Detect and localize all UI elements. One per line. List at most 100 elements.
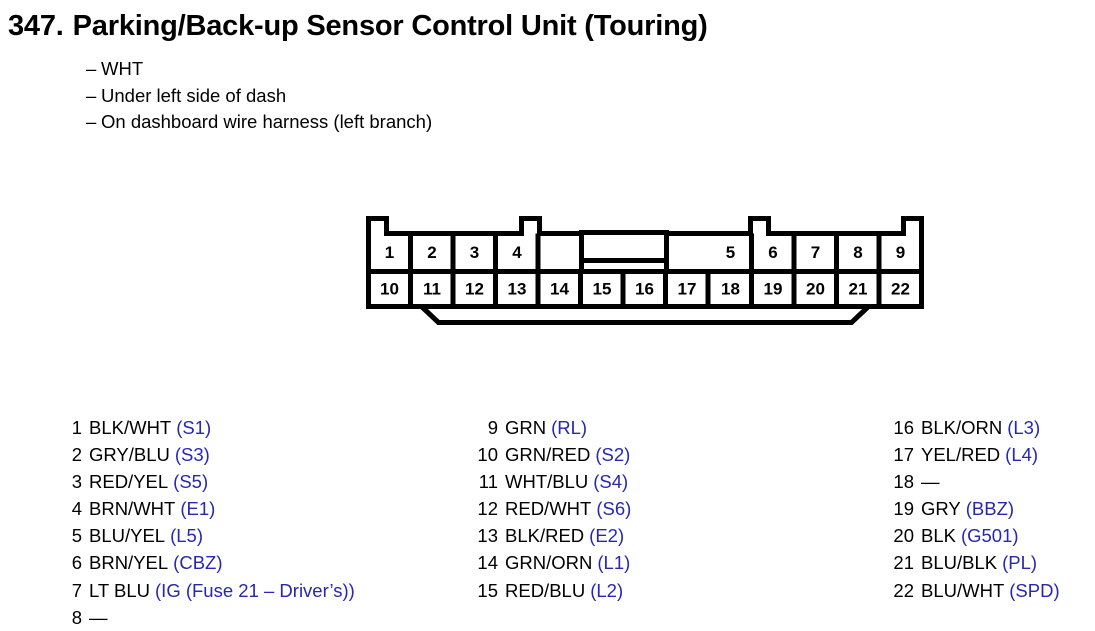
legend-row: 3 RED/YEL(S5)	[58, 468, 355, 495]
legend-wire-color: BLU/YEL	[89, 525, 166, 547]
legend-pin-number: 8	[71, 606, 82, 628]
legend-wire-color: WHT/BLU	[505, 471, 589, 493]
pin-label-16: 16	[635, 279, 654, 298]
center-keyway	[579, 230, 669, 274]
legend-pin-number: 7	[71, 579, 82, 601]
pin-label-4: 4	[512, 243, 522, 262]
legend-wire-color: —	[89, 606, 108, 628]
legend-wire-color: BRN/WHT	[89, 498, 176, 520]
legend-circuit-code: (IG (Fuse 21 – Driver’s))	[155, 579, 355, 601]
legend-pin-number: 18	[893, 471, 914, 493]
top-row-pin-labels: 1 2 3 4 5 6 7 8 9	[385, 243, 905, 262]
legend-row: 17 YEL/RED(L4)	[890, 441, 1060, 468]
legend-circuit-code: (PL)	[1002, 552, 1038, 574]
legend-pin-number: 17	[893, 444, 914, 466]
note-text: On dashboard wire harness (left branch)	[101, 111, 433, 132]
legend-row: 4 BRN/WHT(E1)	[58, 495, 355, 522]
pin-label-3: 3	[470, 243, 479, 262]
legend-wire-color: RED/WHT	[505, 498, 592, 520]
legend-row: 9 GRN(RL)	[474, 414, 631, 441]
legend-row: 6 BRN/YEL(CBZ)	[58, 549, 355, 576]
legend-wire-color: GRN	[505, 417, 547, 438]
pin-label-21: 21	[849, 279, 868, 298]
legend-circuit-code: (RL)	[551, 417, 588, 438]
legend-circuit-code: (CBZ)	[173, 552, 223, 574]
legend-wire-color: GRY	[921, 498, 961, 520]
legend-wire-color: —	[921, 471, 940, 493]
note-text: WHT	[101, 58, 144, 79]
note-dash: –	[86, 84, 97, 106]
legend-circuit-code: (E2)	[589, 525, 625, 547]
pin-label-5: 5	[726, 243, 735, 262]
legend-wire-color: BLK/ORN	[921, 417, 1003, 438]
legend-circuit-code: (L5)	[170, 525, 204, 547]
legend-circuit-code: (S5)	[173, 471, 209, 493]
top-row-separators	[408, 233, 882, 272]
legend-pin-number: 4	[71, 498, 82, 520]
pin-label-17: 17	[678, 279, 697, 298]
legend-pin-number: 9	[487, 417, 498, 438]
note-text: Under left side of dash	[101, 84, 287, 106]
legend-circuit-code: (L4)	[1005, 444, 1039, 466]
pin-label-15: 15	[593, 279, 612, 298]
legend-circuit-code: (L2)	[590, 579, 624, 601]
pin-label-14: 14	[550, 279, 569, 298]
legend-wire-color: RED/BLU	[505, 579, 586, 601]
legend-row: 11 WHT/BLU(S4)	[474, 468, 631, 495]
legend-pin-number: 11	[478, 471, 498, 493]
legend-circuit-code: (L3)	[1007, 417, 1041, 438]
pin-label-18: 18	[721, 279, 740, 298]
legend-circuit-code: (S2)	[595, 444, 631, 466]
pin-label-7: 7	[811, 243, 820, 262]
legend-row: 15 RED/BLU(L2)	[474, 577, 631, 604]
legend-wire-color: BLK/WHT	[89, 417, 172, 438]
legend-pin-number: 10	[477, 444, 498, 466]
legend-pin-number: 2	[71, 444, 82, 466]
legend-pin-number: 5	[71, 525, 82, 547]
pin-label-12: 12	[465, 279, 484, 298]
legend-wire-color: LT BLU	[89, 579, 151, 601]
legend-pin-number: 15	[477, 579, 498, 601]
legend-wire-color: BRN/YEL	[89, 552, 169, 574]
pin-label-20: 20	[806, 279, 825, 298]
bottom-row-pin-labels: 10 11 12 13 14 15 16 17 18 19 20 21 22	[380, 279, 910, 298]
legend-pin-number: 3	[71, 471, 82, 493]
note-item: –WHT	[86, 56, 432, 83]
legend-pin-number: 22	[893, 579, 914, 601]
pin-label-13: 13	[508, 279, 527, 298]
pin-label-11: 11	[423, 279, 441, 298]
legend-circuit-code: (SPD)	[1009, 579, 1060, 601]
legend-circuit-code: (S3)	[174, 444, 210, 466]
legend-wire-color: GRY/BLU	[89, 444, 170, 466]
legend-wire-color: BLK	[921, 525, 956, 547]
legend-pin-number: 6	[71, 552, 82, 574]
pin-label-6: 6	[768, 243, 777, 262]
legend-row: 2 GRY/BLU(S3)	[58, 441, 355, 468]
legend-wire-color: BLK/RED	[505, 525, 585, 547]
legend-pin-number: 1	[71, 417, 82, 438]
pin-label-9: 9	[896, 243, 905, 262]
legend-circuit-code: (S4)	[593, 471, 629, 493]
legend-circuit-code: (E1)	[180, 498, 216, 520]
legend-wire-color: RED/YEL	[89, 471, 169, 493]
legend-pin-number: 20	[893, 525, 914, 547]
legend-pin-number: 14	[477, 552, 498, 574]
legend-wire-color: YEL/RED	[921, 444, 1001, 466]
connector-bottom-lip	[419, 304, 871, 325]
pin-label-2: 2	[427, 243, 436, 262]
page-title-number: 347.	[8, 10, 64, 42]
legend-circuit-code: (BBZ)	[965, 498, 1015, 520]
legend-pin-number: 12	[477, 498, 498, 520]
legend-circuit-code: (S6)	[596, 498, 632, 520]
legend-circuit-code: (L1)	[597, 552, 631, 574]
